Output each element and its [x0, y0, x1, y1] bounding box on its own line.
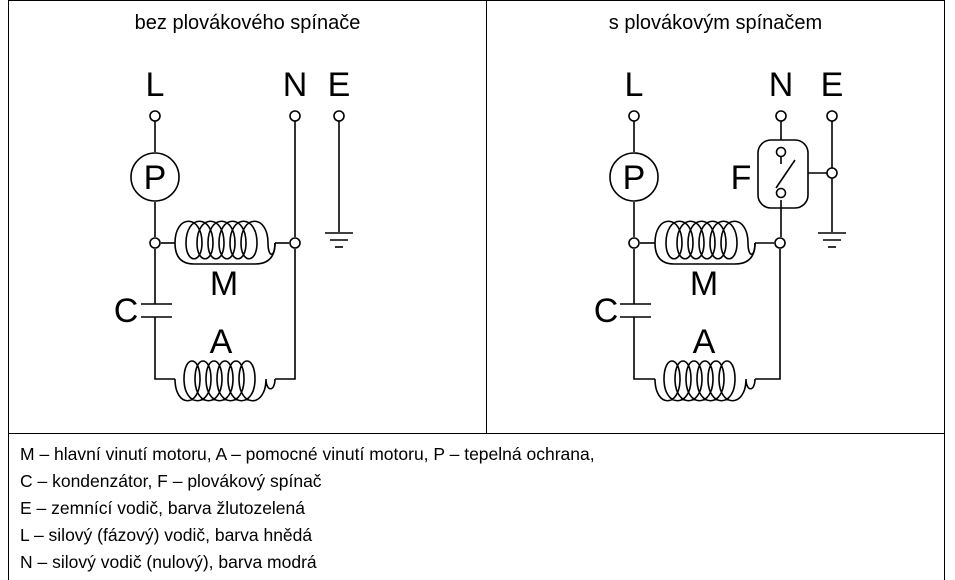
left-aux-winding-coil	[174, 360, 276, 402]
left-main-winding-coil	[174, 220, 276, 260]
left-terminal-e	[333, 110, 345, 122]
column-divider	[486, 0, 487, 433]
right-terminal-l	[628, 110, 640, 122]
right-junction-l	[628, 237, 640, 249]
left-label-m: M	[210, 265, 238, 303]
legend-box	[8, 433, 945, 580]
left-label-c: C	[114, 292, 139, 330]
right-capacitor	[620, 303, 651, 318]
right-label-a: A	[693, 323, 716, 361]
legend-line: M – hlavní vinutí motoru, A – pomocné vi…	[20, 444, 595, 464]
left-terminal-l	[149, 110, 161, 122]
right-earth-symbol	[818, 232, 846, 248]
right-main-winding-coil	[654, 220, 756, 260]
right-terminal-n	[775, 110, 787, 122]
right-label-l: L	[625, 66, 644, 104]
left-junction-n	[289, 237, 301, 249]
right-label-e: E	[821, 66, 844, 104]
left-capacitor	[141, 303, 172, 318]
diagram-table-top	[8, 0, 945, 433]
legend-line: E – zemnící vodič, barva žlutozelená	[20, 498, 306, 518]
legend-line: L – silový (fázový) vodič, barva hnědá	[20, 525, 313, 545]
right-label-p: P	[623, 159, 646, 197]
right-terminal-e	[826, 110, 838, 122]
schematic-with-float-switch: L N E P F M C A	[594, 66, 846, 402]
right-label-f: F	[731, 159, 752, 197]
left-label-n: N	[283, 66, 308, 104]
left-junction-l	[149, 237, 161, 249]
left-label-p: P	[144, 159, 167, 197]
right-label-c: C	[594, 292, 619, 330]
right-panel-title: s plovákovým spínačem	[608, 12, 823, 34]
right-label-n: N	[769, 66, 794, 104]
legend-line: N – silový vodič (nulový), barva modrá	[20, 552, 317, 572]
left-thermal-protection-circle	[130, 152, 180, 202]
float-switch-symbol	[757, 139, 809, 209]
schematic-without-float-switch: L N E P M C A	[114, 66, 353, 402]
legend: M – hlavní vinutí motoru, A – pomocné vi…	[20, 441, 940, 576]
left-label-l: L	[146, 66, 165, 104]
right-thermal-protection-circle	[609, 152, 659, 202]
left-label-a: A	[210, 323, 233, 361]
left-terminal-n	[289, 110, 301, 122]
right-junction-n	[774, 237, 786, 249]
left-earth-symbol	[325, 232, 353, 248]
left-panel-title: bez plovákového spínače	[134, 12, 361, 34]
legend-line: C – kondenzátor, F – plovákový spínač	[20, 471, 322, 491]
right-aux-winding-coil	[654, 360, 756, 402]
left-label-e: E	[328, 66, 351, 104]
right-label-m: M	[690, 265, 718, 303]
right-junction-e	[826, 167, 838, 179]
